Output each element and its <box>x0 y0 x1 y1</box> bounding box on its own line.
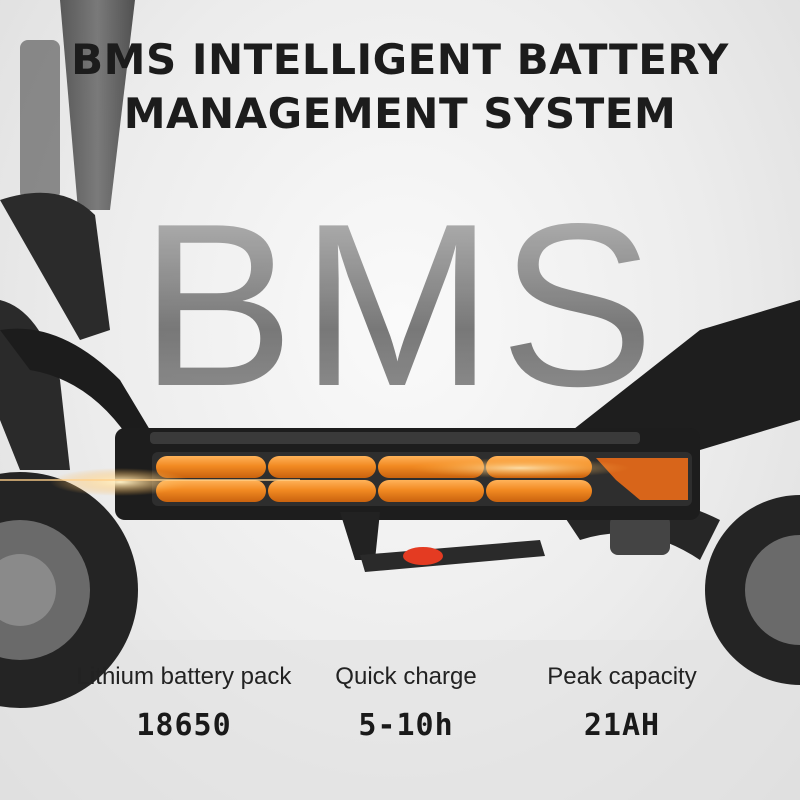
spec-peak-capacity: Peak capacity 21AH <box>492 660 752 748</box>
headline-line-1: BMS INTELLIGENT BATTERY <box>71 35 729 84</box>
light-flare-left <box>50 468 190 496</box>
deck-grip <box>150 432 640 444</box>
spec-value: 5-10h <box>358 708 454 743</box>
light-streak <box>0 479 300 481</box>
ground-shadow <box>0 640 800 800</box>
headline-line-2: MANAGEMENT SYSTEM <box>123 89 677 138</box>
spec-value: 21AH <box>583 708 661 743</box>
battery-pack <box>0 452 692 506</box>
rear-rim <box>745 535 800 645</box>
spec-value: 18650 <box>136 708 232 743</box>
bms-big-title: BMS <box>0 190 800 422</box>
fork-upper <box>0 192 110 340</box>
kickstand-button <box>403 547 443 565</box>
light-flare-right <box>410 458 630 478</box>
stem-column <box>60 0 135 210</box>
spec-quick-charge: Quick charge 5-10h <box>276 660 536 748</box>
spec-battery-pack: Lithium battery pack 18650 <box>54 660 314 748</box>
front-arm <box>0 328 150 440</box>
rear-spring <box>610 515 670 555</box>
spec-label: Peak capacity <box>547 663 697 690</box>
rear-fender <box>560 300 800 470</box>
spec-label: Lithium battery pack <box>76 663 292 690</box>
kickstand <box>340 512 545 572</box>
front-hub <box>0 554 56 626</box>
stem-light <box>20 40 60 200</box>
spec-label: Quick charge <box>335 663 477 690</box>
